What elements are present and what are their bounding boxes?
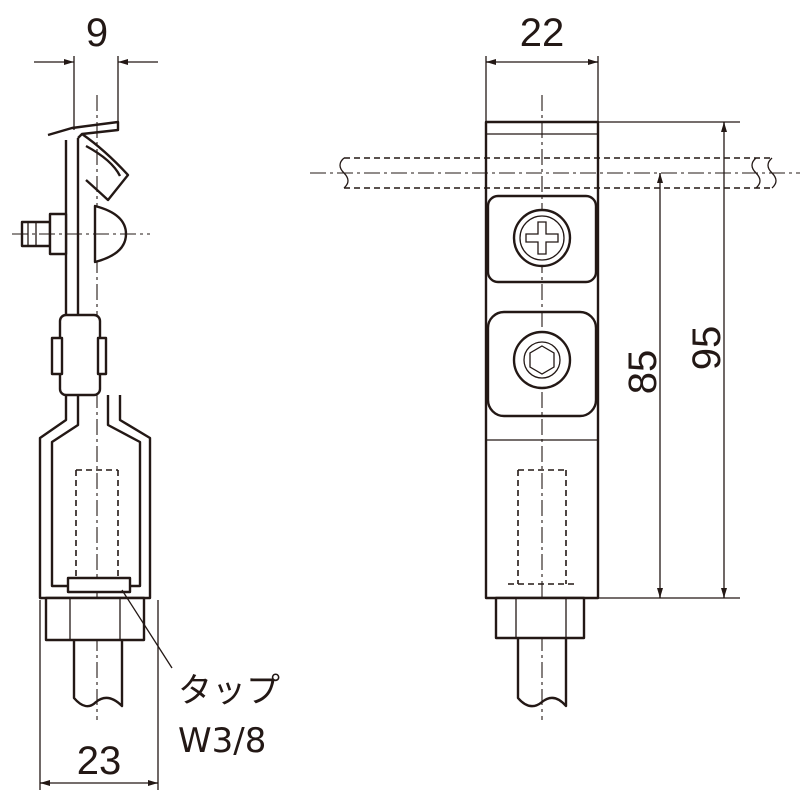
side-rod — [72, 640, 124, 708]
front-middle-plate — [486, 310, 598, 418]
dim-front-width: 22 — [485, 11, 599, 124]
dim-side-top: 9 — [34, 11, 158, 130]
dim-front-85-label: 85 — [621, 350, 665, 395]
hex-socket-icon — [529, 345, 555, 375]
side-middle-plate — [58, 313, 102, 397]
front-phillips-screw — [512, 208, 572, 268]
side-strap — [64, 138, 80, 315]
side-spring-clip — [81, 133, 130, 202]
dim-front-95-label: 95 — [685, 326, 729, 371]
dim-front-95: 95 — [685, 122, 729, 598]
side-middle-knob — [50, 336, 64, 376]
phillips-cross-icon — [525, 221, 559, 255]
pipe-outline — [344, 157, 772, 189]
tap-callout-line2: W3/8 — [178, 721, 266, 761]
side-nut-top — [66, 576, 132, 594]
dim-front-width-label: 22 — [520, 11, 565, 55]
front-view — [310, 95, 800, 720]
tap-leader-line — [121, 589, 173, 669]
dim-front-85: 85 — [621, 173, 665, 598]
side-view — [12, 95, 152, 720]
dim-side-top-label: 9 — [86, 11, 108, 55]
side-nut — [44, 596, 146, 642]
front-rod — [516, 638, 568, 708]
front-upper-plate — [486, 194, 598, 284]
front-round-nut — [512, 330, 572, 390]
side-hidden-tap — [75, 469, 119, 585]
tap-callout: タップ W3/8 — [121, 589, 280, 761]
tap-callout-line1: タップ — [178, 671, 280, 711]
dim-side-bottom-label: 23 — [77, 739, 122, 783]
dim-side-bottom: 23 — [39, 600, 159, 790]
front-nut — [494, 596, 586, 640]
side-lower-frame — [38, 395, 152, 600]
